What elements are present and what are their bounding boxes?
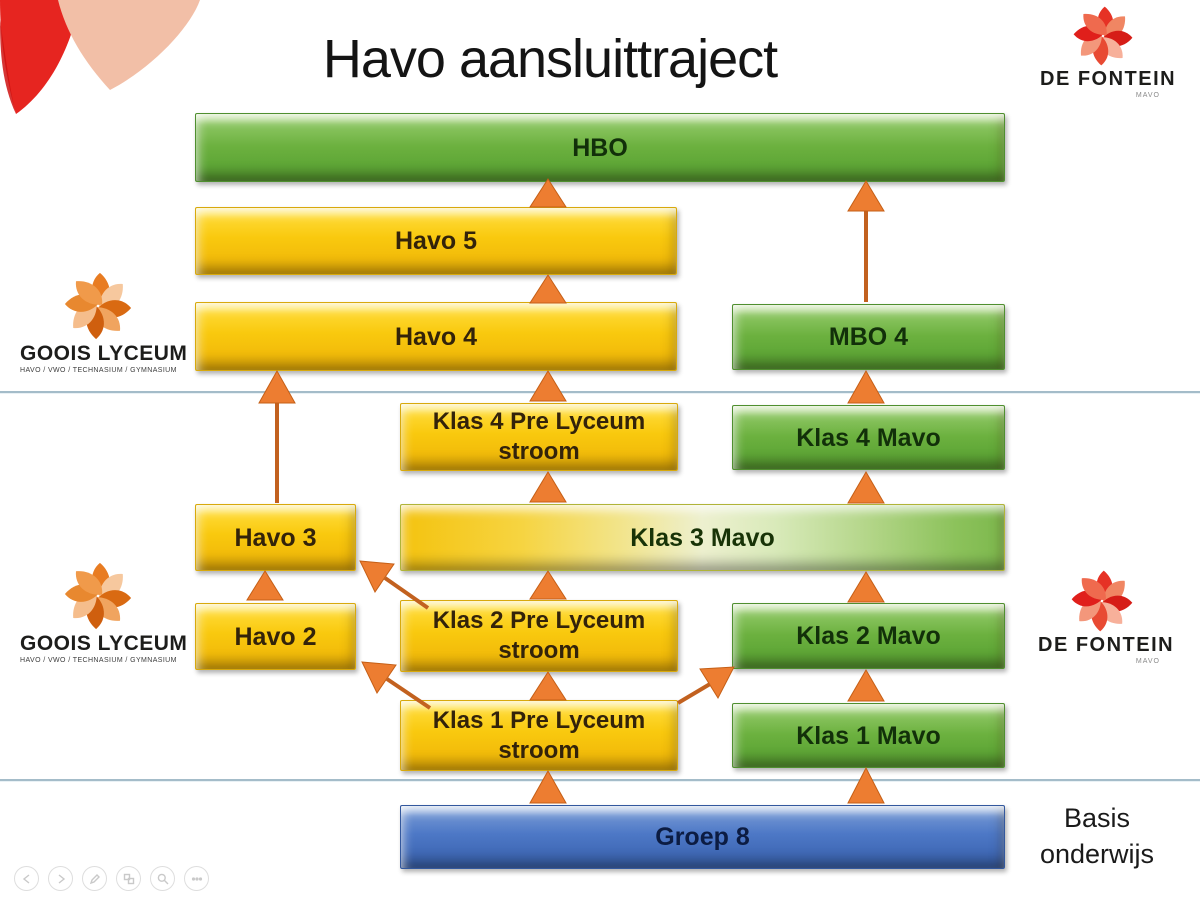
previous-slide-button[interactable] bbox=[14, 866, 39, 891]
box-klas-1-pre-lyceum: Klas 1 Pre Lyceum stroom bbox=[400, 700, 678, 771]
de-fontein-pinwheel-icon bbox=[1073, 6, 1133, 66]
box-klas-2-pre-lyceum: Klas 2 Pre Lyceum stroom bbox=[400, 600, 678, 672]
logo-gooi-lyceum-upper: GOOIS LYCEUM HAVO / VWO / TECHNASIUM / G… bbox=[20, 270, 188, 374]
de-fontein-logo-name: DE FONTEIN bbox=[1038, 634, 1175, 656]
more-options-button[interactable] bbox=[184, 866, 209, 891]
basis-onderwijs-label: Basis onderwijs bbox=[1039, 803, 1155, 869]
box-havo-3: Havo 3 bbox=[195, 504, 356, 571]
box-havo-2: Havo 2 bbox=[195, 603, 356, 670]
gooi-lyceum-logo-tagline: HAVO / VWO / TECHNASIUM / GYMNASIUM bbox=[20, 657, 177, 664]
slide-grid-icon bbox=[123, 873, 134, 884]
corner-petals-decoration bbox=[0, 0, 200, 114]
box-klas-4-mavo: Klas 4 Mavo bbox=[732, 405, 1005, 470]
box-havo-4: Havo 4 bbox=[195, 302, 677, 371]
gooi-lyceum-logo-name: GOOIS LYCEUM bbox=[20, 342, 188, 365]
magnifier-icon bbox=[157, 873, 168, 884]
de-fontein-pinwheel-icon bbox=[1071, 570, 1133, 632]
logo-de-fontein-top: DE FONTEIN MAVO bbox=[1040, 4, 1177, 99]
next-slide-button[interactable] bbox=[48, 866, 73, 891]
logo-de-fontein-middle: DE FONTEIN MAVO bbox=[1038, 568, 1175, 665]
logo-gooi-lyceum-lower: GOOIS LYCEUM HAVO / VWO / TECHNASIUM / G… bbox=[20, 560, 188, 664]
gooi-lyceum-pinwheel-icon bbox=[64, 272, 131, 340]
box-mbo-4: MBO 4 bbox=[732, 304, 1005, 370]
presenter-toolbar bbox=[14, 866, 209, 891]
ellipsis-icon bbox=[191, 876, 202, 881]
pen-tools-button[interactable] bbox=[82, 866, 107, 891]
box-klas-4-pre-lyceum: Klas 4 Pre Lyceum stroom bbox=[400, 403, 678, 471]
pen-icon bbox=[89, 873, 100, 884]
box-hbo: HBO bbox=[195, 113, 1005, 182]
next-arrow-icon bbox=[58, 873, 65, 884]
slide-navigator-button[interactable] bbox=[116, 866, 141, 891]
de-fontein-logo-tagline: MAVO bbox=[1135, 92, 1160, 99]
box-groep-8: Groep 8 bbox=[400, 805, 1005, 869]
de-fontein-logo-tagline: MAVO bbox=[1135, 658, 1160, 665]
box-klas-3-mavo: Klas 3 Mavo bbox=[400, 504, 1005, 571]
divider-line-upper bbox=[0, 391, 1200, 394]
box-havo-5: Havo 5 bbox=[195, 207, 677, 275]
box-klas-2-mavo: Klas 2 Mavo bbox=[732, 603, 1005, 669]
de-fontein-logo-name: DE FONTEIN bbox=[1040, 68, 1177, 90]
slide-title: Havo aansluittraject bbox=[322, 29, 778, 89]
gooi-lyceum-logo-name: GOOIS LYCEUM bbox=[20, 632, 188, 655]
box-klas-1-mavo: Klas 1 Mavo bbox=[732, 703, 1005, 768]
gooi-lyceum-logo-tagline: HAVO / VWO / TECHNASIUM / GYMNASIUM bbox=[20, 367, 177, 374]
divider-line-lower bbox=[0, 779, 1200, 782]
zoom-button[interactable] bbox=[150, 866, 175, 891]
previous-arrow-icon bbox=[22, 873, 29, 884]
gooi-lyceum-pinwheel-icon bbox=[64, 562, 131, 630]
